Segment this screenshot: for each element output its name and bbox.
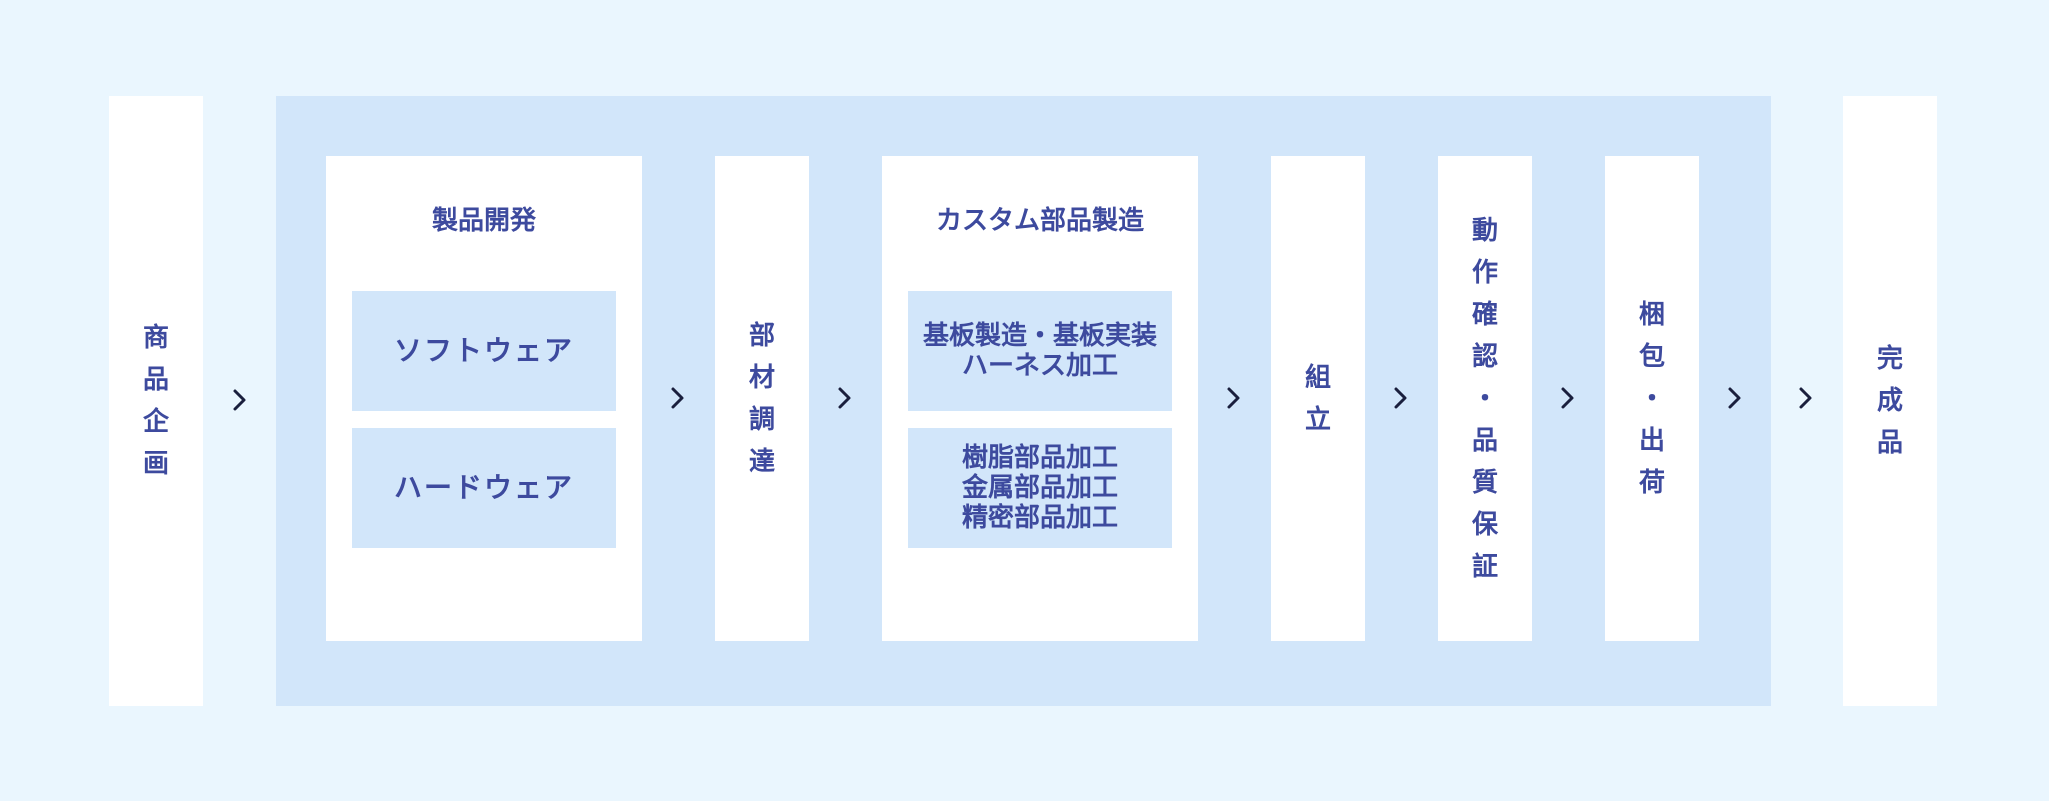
- char: 保: [1471, 509, 1498, 540]
- custom-parts-pcb-label: 基板製造・基板実装 ハーネス加工: [908, 321, 1172, 381]
- step-qa: 動 作 確 認 ・ 品 質 保 証: [1438, 156, 1532, 641]
- char: 品: [142, 365, 169, 395]
- development-hardware-label: ハードウェア: [393, 471, 574, 504]
- step-procurement-label: 部 材 調 達: [715, 315, 809, 483]
- step-development-title: 製品開発: [431, 206, 536, 236]
- char: ・: [1638, 383, 1665, 414]
- step-assembly-label: 組 立: [1271, 357, 1365, 441]
- char: 画: [142, 449, 169, 479]
- char: 達: [748, 446, 775, 477]
- char: 品: [1471, 425, 1498, 456]
- char: 荷: [1638, 467, 1665, 498]
- chevron-right-icon: [1725, 386, 1745, 410]
- chevron-right-icon: [668, 386, 688, 410]
- line: 樹脂部品加工: [961, 443, 1118, 473]
- step-shipping-label: 梱 包 ・ 出 荷: [1605, 294, 1699, 504]
- char: 出: [1638, 425, 1665, 456]
- chevron-right-icon: [1796, 386, 1816, 410]
- step-planning: 商 品 企 画: [109, 96, 203, 706]
- step-custom-parts-title: カスタム部品製造: [935, 206, 1144, 236]
- char: 品: [1876, 428, 1903, 458]
- step-procurement: 部 材 調 達: [715, 156, 809, 641]
- development-software-label: ソフトウェア: [393, 334, 574, 367]
- step-finished: 完 成 品: [1843, 96, 1937, 706]
- chevron-right-icon: [835, 386, 855, 410]
- line: 金属部品加工: [961, 473, 1118, 503]
- development-software: ソフトウェア: [352, 291, 616, 411]
- char: 調: [748, 404, 775, 435]
- line: 基板製造・基板実装: [922, 321, 1157, 351]
- char: 組: [1304, 362, 1331, 393]
- step-finished-label: 完 成 品: [1843, 338, 1937, 464]
- line: ハーネス加工: [961, 351, 1118, 381]
- step-development: 製品開発 ソフトウェア ハードウェア: [326, 156, 642, 641]
- step-shipping: 梱 包 ・ 出 荷: [1605, 156, 1699, 641]
- char: 材: [748, 362, 775, 393]
- step-assembly: 組 立: [1271, 156, 1365, 641]
- char: 作: [1471, 257, 1498, 288]
- char: 認: [1471, 341, 1498, 372]
- char: 質: [1471, 467, 1498, 498]
- chevron-right-icon: [1391, 386, 1411, 410]
- char: 部: [748, 320, 775, 351]
- step-planning-label: 商 品 企 画: [109, 317, 203, 485]
- step-qa-label: 動 作 確 認 ・ 品 質 保 証: [1438, 210, 1532, 588]
- char: 証: [1471, 551, 1498, 582]
- char: 企: [142, 407, 169, 437]
- chevron-right-icon: [1224, 386, 1244, 410]
- char: 成: [1876, 386, 1903, 416]
- step-custom-parts: カスタム部品製造 基板製造・基板実装 ハーネス加工 樹脂部品加工 金属部品加工 …: [882, 156, 1198, 641]
- chevron-right-icon: [1558, 386, 1578, 410]
- char: 商: [142, 323, 169, 353]
- char: 完: [1876, 344, 1903, 374]
- custom-parts-machining-label: 樹脂部品加工 金属部品加工 精密部品加工: [908, 443, 1172, 533]
- chevron-right-icon: [230, 388, 250, 412]
- development-hardware: ハードウェア: [352, 428, 616, 548]
- char: 確: [1471, 299, 1498, 330]
- char: 動: [1471, 215, 1498, 246]
- line: 精密部品加工: [961, 503, 1118, 533]
- char: 包: [1638, 341, 1665, 372]
- char: ・: [1471, 383, 1498, 414]
- char: 立: [1304, 404, 1331, 435]
- custom-parts-machining: 樹脂部品加工 金属部品加工 精密部品加工: [908, 428, 1172, 548]
- char: 梱: [1638, 299, 1665, 330]
- custom-parts-pcb: 基板製造・基板実装 ハーネス加工: [908, 291, 1172, 411]
